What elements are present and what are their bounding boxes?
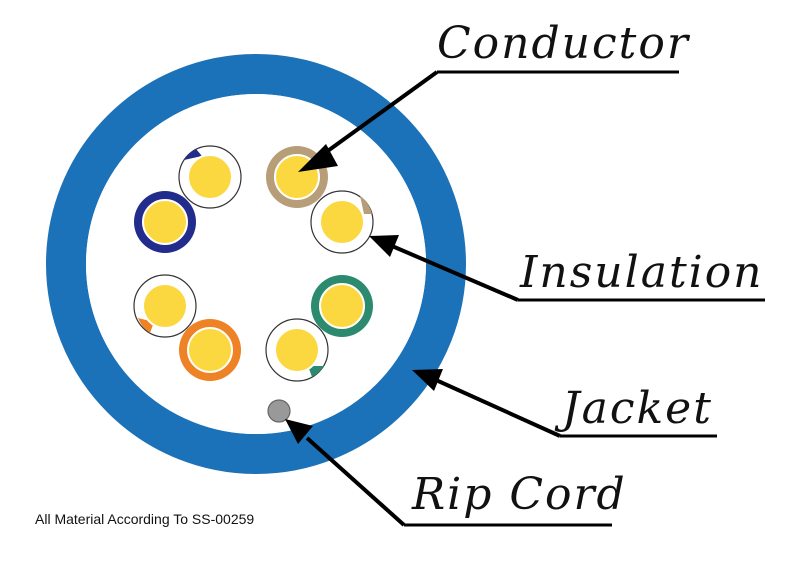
orange-white-conductor (133, 274, 197, 338)
green-solid-conductor (311, 275, 373, 337)
green-white-conductor (265, 318, 329, 382)
blue-white-conductor (178, 145, 242, 209)
rip-cord-label: Rip Cord (411, 469, 627, 520)
conductor-leader (298, 70, 679, 172)
orange-solid-conductor (179, 319, 241, 381)
jacket-ring (46, 54, 466, 474)
insulation-leader (369, 235, 765, 302)
rip-cord (267, 399, 291, 423)
core-area (86, 94, 426, 434)
rip-cord-leader (285, 419, 612, 527)
material-footnote: All Material According To SS-00259 (35, 511, 255, 527)
jacket-label: Jacket (554, 383, 713, 434)
brown-white-conductor (310, 190, 374, 254)
conductor-label: Conductor (437, 18, 691, 69)
insulation-label: Insulation (519, 247, 764, 298)
jacket-leader (412, 369, 717, 438)
blue-solid-conductor (134, 191, 196, 253)
